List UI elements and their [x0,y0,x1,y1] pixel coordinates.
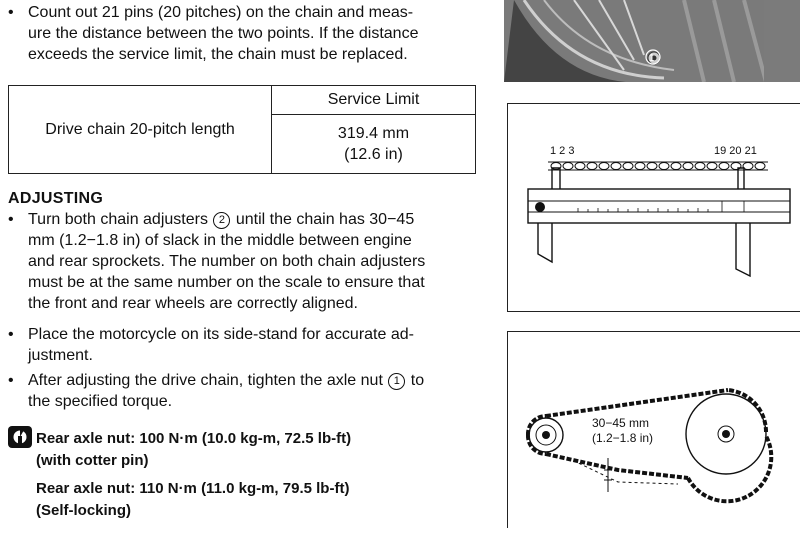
step-line: must be at the same number on the scale … [28,274,425,291]
step-line: and rear sprockets. The number on both c… [28,253,426,270]
spec-column-header: Service Limit [271,85,476,115]
step-line: mm (1.2−1.8 in) of slack in the middle b… [28,232,412,249]
chain-links [550,162,766,170]
ref-number-2: 2 [213,212,231,229]
spec-parameter: Drive chain 20-pitch length [8,85,272,174]
ref-number-1: 1 [388,373,406,390]
adjust-step-1: Turn both chain adjusters 2 until the ch… [28,209,486,314]
torque-spec-1: Rear axle nut: 100 N·m (10.0 kg-m, 72.5 … [36,430,352,447]
bullet-dot: • [8,326,14,343]
pin-label-start: 1 2 3 [550,145,574,157]
bullet-dot: • [8,372,14,389]
front-sprocket [528,417,564,453]
step-line: the front and rear wheels are correctly … [28,295,358,312]
bullet-dot: • [8,4,14,21]
torque-spec-2-note: (Self-locking) [36,502,132,519]
pin-label-end: 19 20 21 [714,145,757,157]
photo-callout: 1 [649,53,655,64]
service-limit-table: Drive chain 20-pitch length Service Limi… [8,85,476,174]
intro-line: exceeds the service limit, the chain mus… [28,46,408,63]
step-text: Turn both chain adjusters [28,211,208,228]
adjust-step-2: Place the motorcycle on its side-stand f… [28,324,486,366]
step-line: Turn both chain adjusters 2 until the ch… [28,209,486,230]
slack-label-metric: 30−45 mm [592,416,649,430]
section-heading: ADJUSTING [8,190,104,207]
bullet-dot: • [8,211,14,228]
drive-chain [525,388,774,504]
spec-value-metric: 319.4 mm [337,125,410,142]
torque-wrench-icon [8,426,32,448]
adjust-step-3: After adjusting the drive chain, tighten… [28,370,486,412]
rear-sprocket [685,393,767,475]
torque-spec-1-note: (with cotter pin) [36,452,149,469]
step-text: After adjusting the drive chain, tighten… [28,372,383,389]
step-text: to [410,372,425,389]
step-line: the specified torque. [28,393,173,410]
vernier-caliper [527,167,791,278]
spec-value-imperial: (12.6 in) [344,146,403,163]
intro-line: Count out 21 pins (20 pitches) on the ch… [28,4,414,21]
step-text: until the chain has 30−45 [235,211,415,228]
step-line: Place the motorcycle on its side-stand f… [28,326,414,343]
chain-measurement-figure: 1 2 3 19 20 21 [507,103,800,312]
intro-line: ure the distance between the two points.… [28,25,419,42]
step-line: justment. [28,347,93,364]
step-line: After adjusting the drive chain, tighten… [28,370,486,391]
intro-paragraph: Count out 21 pins (20 pitches) on the ch… [28,2,486,65]
chain-slack-figure: 30−45 mm (1.2−1.8 in) [507,331,800,528]
slack-label-imperial: (1.2−1.8 in) [592,431,653,445]
spec-value: 319.4 mm (12.6 in) [271,114,476,174]
torque-spec-2: Rear axle nut: 110 N·m (11.0 kg-m, 79.5 … [36,480,350,497]
chain-adjuster-photo: 1 [504,0,800,83]
